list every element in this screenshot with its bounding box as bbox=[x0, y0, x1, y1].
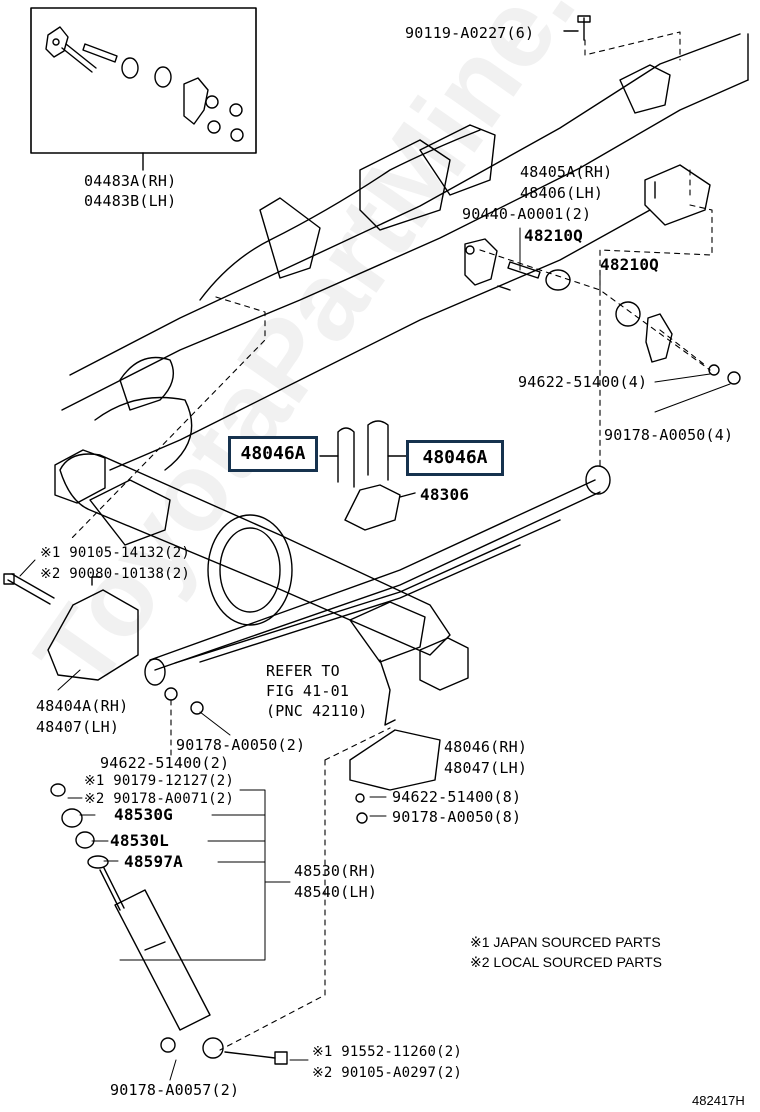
label-48597a: 48597A bbox=[124, 852, 183, 871]
label-90178-8: 90178-A0050(8) bbox=[392, 808, 522, 826]
label-94622-top: 94622-51400(4) bbox=[518, 373, 648, 391]
refer-line1: REFER TO bbox=[266, 662, 340, 680]
bumper-stopper bbox=[349, 729, 441, 791]
label-90440: 90440-A0001(2) bbox=[462, 205, 592, 223]
label-48404a: 48404A(RH) bbox=[36, 697, 129, 715]
label-90179: ※1 90179-12127(2) bbox=[84, 773, 234, 789]
label-48530g: 48530G bbox=[114, 805, 173, 824]
label-90178-top: 90178-A0050(4) bbox=[604, 426, 734, 444]
axle-housing bbox=[54, 449, 469, 726]
label-90178-mid: 90178-A0050(2) bbox=[176, 736, 306, 754]
note-local-sourced: ※2 LOCAL SOURCED PARTS bbox=[470, 954, 662, 970]
label-48210q-b: 48210Q bbox=[600, 255, 659, 274]
spring-bracket bbox=[47, 589, 139, 681]
label-90105-14132: ※1 90105-14132(2) bbox=[40, 545, 190, 561]
label-48530rh: 48530(RH) bbox=[294, 862, 378, 880]
leader-lines bbox=[19, 227, 731, 1081]
label-48046rh: 48046(RH) bbox=[444, 738, 528, 756]
leaf-spring bbox=[144, 465, 611, 686]
highlight-48046a-left[interactable]: 48046A bbox=[228, 436, 318, 472]
label-48306: 48306 bbox=[420, 485, 470, 504]
label-48540lh: 48540(LH) bbox=[294, 883, 378, 901]
label-48210q-a: 48210Q bbox=[524, 226, 583, 245]
label-48530l: 48530L bbox=[110, 831, 169, 850]
refer-line2: FIG 41-01 bbox=[266, 682, 350, 700]
u-bolts bbox=[319, 420, 407, 488]
figure-code: 482417H bbox=[692, 1093, 745, 1108]
label-94622-mid: 94622-51400(2) bbox=[100, 754, 230, 772]
shock-absorber bbox=[50, 687, 288, 1065]
label-48407: 48407(LH) bbox=[36, 718, 120, 736]
spring-seat bbox=[344, 484, 401, 531]
label-90080: ※2 90080-10138(2) bbox=[40, 566, 190, 582]
label-90119: 90119-A0227(6) bbox=[405, 24, 535, 42]
label-48406: 48406(LH) bbox=[520, 184, 604, 202]
label-90178-a0057: 90178-A0057(2) bbox=[110, 1081, 240, 1099]
label-90105-a0297: ※2 90105-A0297(2) bbox=[312, 1065, 462, 1081]
note-japan-sourced: ※1 JAPAN SOURCED PARTS bbox=[470, 934, 661, 950]
kit-inset-box bbox=[30, 7, 257, 154]
refer-line3: (PNC 42110) bbox=[266, 702, 368, 720]
label-48405a: 48405A(RH) bbox=[520, 163, 613, 181]
label-48047lh: 48047(LH) bbox=[444, 759, 528, 777]
label-91552: ※1 91552-11260(2) bbox=[312, 1044, 462, 1060]
label-04483a: 04483A(RH) bbox=[84, 172, 177, 190]
frame-rail bbox=[61, 33, 749, 471]
label-04483b: 04483B(LH) bbox=[84, 192, 177, 210]
label-94622-8: 94622-51400(8) bbox=[392, 788, 522, 806]
label-90178-a0071: ※2 90178-A0071(2) bbox=[84, 791, 234, 807]
kit-inset-parts bbox=[45, 26, 244, 142]
shackle-assembly bbox=[464, 164, 741, 385]
highlight-48046a-right[interactable]: 48046A bbox=[406, 440, 504, 476]
